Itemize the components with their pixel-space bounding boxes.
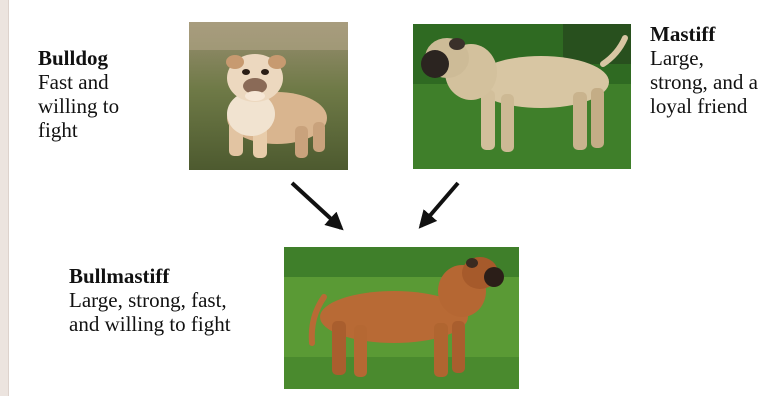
bullmastiff-image	[284, 247, 519, 389]
bullmastiff-label: Bullmastiff Large, strong, fast, and wil…	[69, 264, 259, 336]
mastiff-description: Large, strong, and a loyal friend	[650, 46, 762, 118]
mastiff-label: Mastiff Large, strong, and a loyal frien…	[650, 22, 768, 118]
bulldog-name: Bulldog	[38, 46, 178, 70]
bullmastiff-photo	[284, 247, 519, 389]
mastiff-photo	[413, 24, 631, 169]
bulldog-label: Bulldog Fast and willing to fight	[38, 46, 178, 142]
bulldog-image	[189, 22, 348, 170]
bulldog-photo	[189, 22, 348, 170]
bullmastiff-name: Bullmastiff	[69, 264, 259, 288]
bulldog-description: Fast and willing to fight	[38, 70, 158, 142]
mastiff-name: Mastiff	[650, 22, 768, 46]
mastiff-image	[413, 24, 631, 169]
bullmastiff-description: Large, strong, fast, and willing to figh…	[69, 288, 249, 336]
